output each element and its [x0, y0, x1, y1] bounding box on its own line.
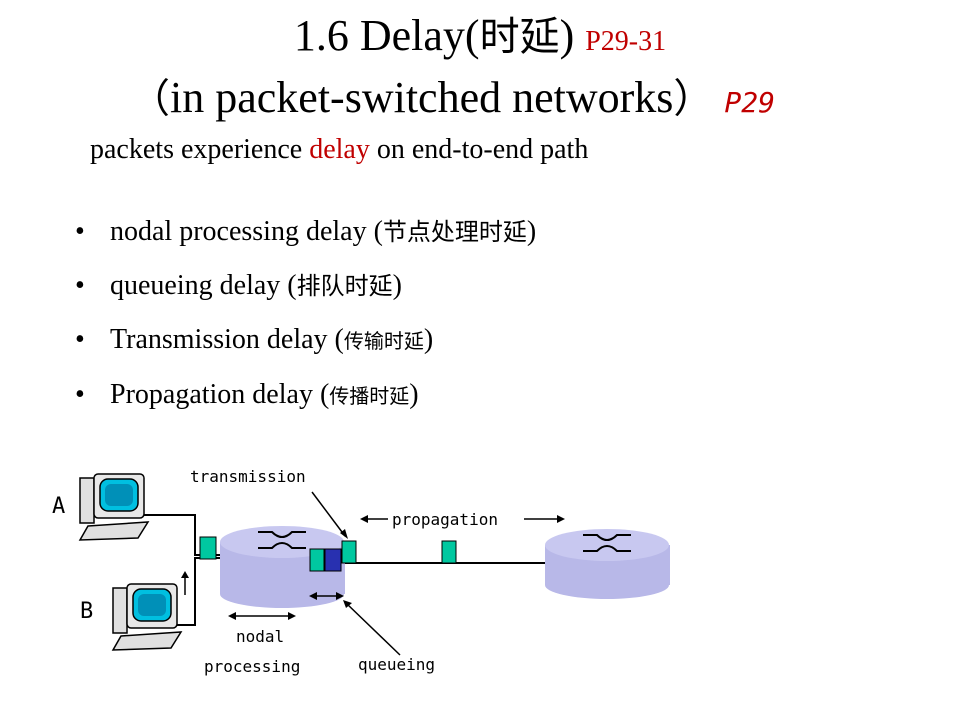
intro-after: on end-to-end path	[369, 134, 589, 165]
bullet-cjk: 传输时延	[343, 329, 424, 353]
network-delay-diagram: A B transmission	[52, 467, 670, 676]
list-item: • nodal processing delay (节点处理时延)	[75, 205, 536, 259]
bullet-close: )	[526, 216, 537, 247]
packet-queued-icon	[324, 548, 342, 572]
nodal-label: nodal	[236, 627, 284, 646]
title-line2-page-ref: P29	[724, 86, 775, 119]
slide-title: 1.6 Delay(时延) P29-31	[0, 10, 960, 68]
propagation-label: propagation	[392, 510, 498, 529]
computer-icon	[78, 473, 150, 541]
title-close-paren: ）	[673, 76, 714, 122]
nodal-arrow	[228, 612, 296, 620]
propagation-arrows	[360, 515, 565, 523]
slide-subtitle-line: （in packet-switched networks） P29	[130, 72, 775, 129]
transmission-pointer	[311, 491, 348, 539]
bullet-dot: •	[75, 324, 85, 355]
title-open-paren: （	[130, 76, 170, 122]
packet-icon	[199, 536, 217, 560]
title-cjk: 时延	[479, 14, 560, 60]
bullet-dot: •	[75, 216, 85, 247]
packet-icon	[309, 548, 325, 572]
bullet-text: Propagation delay (	[110, 379, 330, 410]
title-prefix: 1.6 Delay(	[293, 11, 480, 60]
bullet-text: queueing delay (	[110, 270, 297, 301]
bullet-cjk: 排队时延	[296, 272, 393, 300]
intro-highlight: delay	[309, 134, 370, 165]
bullet-text: nodal processing delay (	[110, 216, 383, 247]
intro-before: packets experience	[90, 134, 310, 165]
bullet-close: )	[392, 270, 402, 301]
intro-sentence: packets experience delay on end-to-end p…	[90, 132, 588, 168]
queueing-arrow	[309, 592, 401, 656]
bullet-text: Transmission delay (	[110, 324, 344, 355]
bullet-dot: •	[75, 379, 85, 410]
bullet-dot: •	[75, 270, 85, 301]
packet-icon	[441, 540, 457, 564]
arrow-icon	[181, 571, 189, 595]
queueing-label: queueing	[358, 655, 435, 674]
bullet-cjk: 节点处理时延	[382, 218, 527, 246]
title-line2-text: in packet-switched networks	[170, 73, 674, 122]
delay-type-list: • nodal processing delay (节点处理时延) • queu…	[75, 205, 536, 423]
bullet-close: )	[423, 324, 434, 355]
title-page-ref: P29-31	[585, 26, 667, 57]
transmission-label: transmission	[190, 467, 306, 486]
host-a-label: A	[52, 494, 65, 519]
list-item: • Propagation delay (传播时延)	[75, 368, 536, 423]
bullet-cjk: 传播时延	[329, 384, 410, 408]
list-item: • queueing delay (排队时延)	[75, 259, 536, 313]
list-item: • Transmission delay (传输时延)	[75, 313, 536, 368]
computer-icon	[111, 583, 183, 651]
router-icon	[545, 529, 670, 599]
packet-icon	[341, 540, 357, 564]
processing-label: processing	[204, 657, 300, 676]
host-b-label: B	[80, 599, 93, 624]
bullet-close: )	[409, 379, 419, 410]
title-suffix: )	[559, 11, 575, 60]
